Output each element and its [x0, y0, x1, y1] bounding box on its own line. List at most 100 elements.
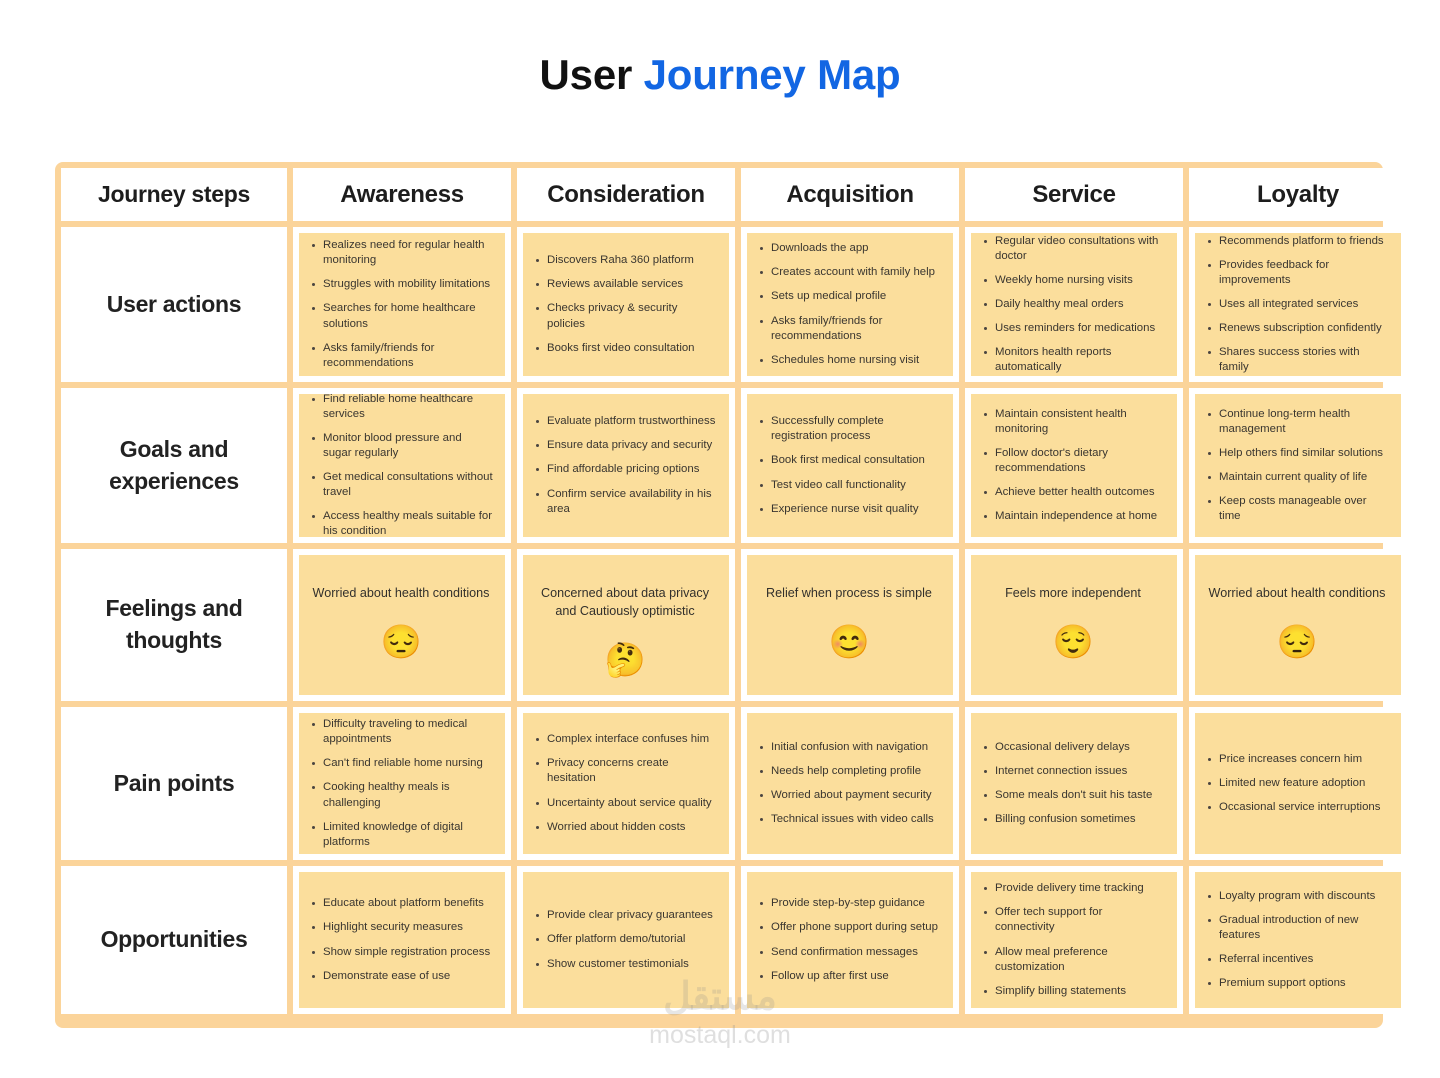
bullet-item: Ensure data privacy and security	[533, 438, 717, 453]
bullet-list: Difficulty traveling to medical appointm…	[309, 717, 493, 849]
cell: Realizes need for regular health monitor…	[293, 227, 511, 382]
bullet-item: Experience nurse visit quality	[757, 502, 941, 517]
bullet-item: Downloads the app	[757, 241, 941, 256]
bullet-item: Checks privacy & security policies	[533, 301, 717, 331]
bullet-list: Realizes need for regular health monitor…	[309, 238, 493, 370]
bullet-item: Follow up after first use	[757, 969, 941, 984]
bullet-item: Keep costs manageable over time	[1205, 494, 1389, 524]
feeling-text: Feels more independent	[1005, 586, 1141, 600]
bullet-list: Successfully complete registration proce…	[757, 414, 941, 516]
bullet-item: Uncertainty about service quality	[533, 796, 717, 811]
bullet-item: Gradual introduction of new features	[1205, 913, 1389, 943]
feeling-card: Concerned about data privacy and Cautiou…	[523, 555, 729, 695]
cell: Difficulty traveling to medical appointm…	[293, 707, 511, 860]
smiling-face-emoji: 😊	[828, 622, 870, 660]
bullet-item: Asks family/friends for recommendations	[757, 314, 941, 344]
bullet-card: Realizes need for regular health monitor…	[299, 233, 505, 376]
thinking-face-emoji: 🤔	[604, 640, 646, 678]
bullet-item: Offer platform demo/tutorial	[533, 932, 717, 947]
bullet-item: Provide step-by-step guidance	[757, 896, 941, 911]
bullet-item: Complex interface confuses him	[533, 732, 717, 747]
bullet-item: Renews subscription confidently	[1205, 321, 1389, 336]
bullet-item: Show customer testimonials	[533, 957, 717, 972]
relieved-face-emoji: 😌	[1052, 622, 1094, 660]
feeling-text: Worried about health conditions	[312, 586, 490, 600]
bullet-item: Educate about platform benefits	[309, 896, 493, 911]
feeling-text: Worried about health conditions	[1208, 586, 1386, 600]
bullet-item: Books first video consultation	[533, 341, 717, 356]
bullet-item: Limited new feature adoption	[1205, 776, 1389, 791]
page-title-accent: Journey Map	[643, 51, 901, 98]
bullet-item: Premium support options	[1205, 976, 1389, 991]
cell: Concerned about data privacy and Cautiou…	[517, 549, 735, 701]
bullet-item: Limited knowledge of digital platforms	[309, 820, 493, 850]
row-header-goals-and-experiences: Goals and experiences	[61, 388, 287, 543]
feeling-card: Worried about health conditions😔	[299, 555, 505, 695]
cell: Relief when process is simple😊	[741, 549, 959, 701]
bullet-item: Difficulty traveling to medical appointm…	[309, 717, 493, 747]
bullet-item: Schedules home nursing visit	[757, 353, 941, 368]
bullet-item: Discovers Raha 360 platform	[533, 253, 717, 268]
column-header-label: Awareness	[340, 180, 464, 208]
bullet-item: Provides feedback for improvements	[1205, 258, 1389, 288]
column-header-label: Loyalty	[1257, 180, 1339, 208]
bullet-item: Evaluate platform trustworthiness	[533, 414, 717, 429]
bullet-item: Maintain consistent health monitoring	[981, 407, 1165, 437]
bullet-item: Monitor blood pressure and sugar regular…	[309, 431, 493, 461]
feeling-card: Worried about health conditions 😔	[1195, 555, 1401, 695]
bullet-item: Price increases concern him	[1205, 752, 1389, 767]
bullet-item: Uses reminders for medications	[981, 321, 1165, 336]
column-header-label: Journey steps	[97, 181, 251, 207]
bullet-item: Offer phone support during setup	[757, 920, 941, 935]
bullet-card: Successfully complete registration proce…	[747, 394, 953, 537]
bullet-item: Find affordable pricing options	[533, 462, 717, 477]
bullet-card: Difficulty traveling to medical appointm…	[299, 713, 505, 854]
bullet-item: Demonstrate ease of use	[309, 969, 493, 984]
bullet-item: Simplify billing statements	[981, 984, 1165, 999]
row-header-feelings-and-thoughts: Feelings and thoughts	[61, 549, 287, 701]
column-header-journey-steps: Journey steps	[61, 168, 287, 221]
bullet-item: Weekly home nursing visits	[981, 273, 1165, 288]
row-header-user-actions: User actions	[61, 227, 287, 382]
pensive-face-emoji: 😔	[1276, 622, 1318, 660]
bullet-item: Allow meal preference customization	[981, 945, 1165, 975]
bullet-item: Help others find similar solutions	[1205, 446, 1389, 461]
bullet-item: Occasional delivery delays	[981, 740, 1165, 755]
page-title: User Journey Map	[0, 51, 1440, 98]
bullet-item: Highlight security measures	[309, 920, 493, 935]
bullet-item: Privacy concerns create hesitation	[533, 756, 717, 786]
bullet-item: Daily healthy meal orders	[981, 297, 1165, 312]
bullet-item: Uses all integrated services	[1205, 297, 1389, 312]
bullet-item: Recommends platform to friends	[1205, 234, 1389, 249]
bullet-item: Loyalty program with discounts	[1205, 889, 1389, 904]
bullet-item: Realizes need for regular health monitor…	[309, 238, 493, 268]
bullet-item: Offer tech support for connectivity	[981, 905, 1165, 935]
bullet-item: Occasional service interruptions	[1205, 800, 1389, 815]
column-header-awareness: Awareness	[293, 168, 511, 221]
bullet-item: Billing confusion sometimes	[981, 812, 1165, 827]
